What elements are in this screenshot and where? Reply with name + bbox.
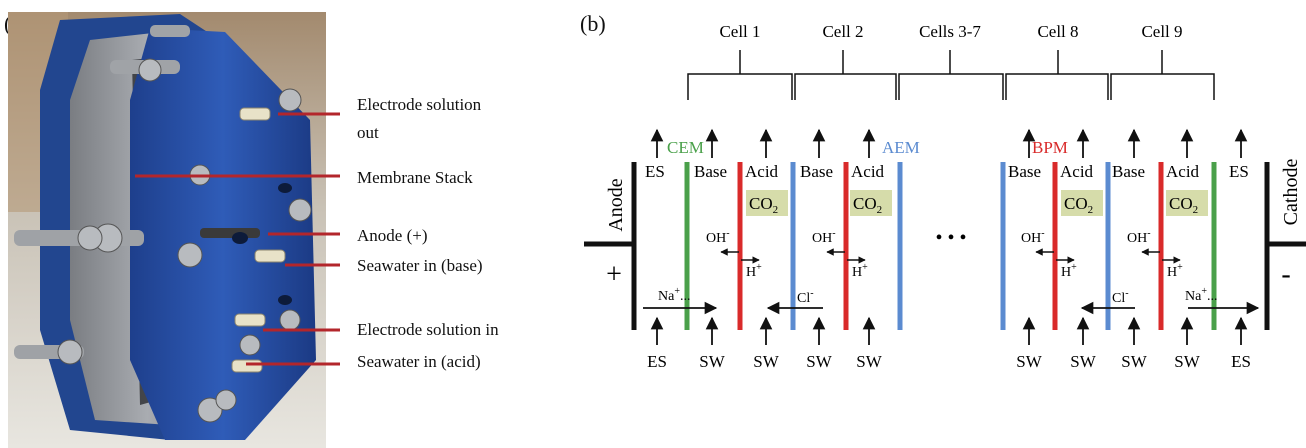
- cell-brackets: [687, 50, 1215, 100]
- base-compartment-label: Base: [1112, 162, 1145, 181]
- membranes: [684, 162, 1217, 330]
- bpm-label: BPM: [1032, 138, 1068, 157]
- water-split-arrows: [720, 248, 1181, 264]
- sw-inlet-label: SW: [753, 352, 779, 371]
- h-label: H+: [852, 262, 868, 280]
- oh-label: OH-: [1127, 228, 1151, 246]
- acid-compartment-label: Acid: [851, 162, 885, 181]
- stack-photo: [8, 12, 340, 448]
- h-label: H+: [746, 262, 762, 280]
- cell-3-7-label: Cells 3-7: [919, 22, 981, 41]
- ellipsis: • • •: [935, 227, 966, 249]
- h-label: H+: [1061, 262, 1077, 280]
- oh-label: OH-: [1021, 228, 1045, 246]
- acid-compartment-label: Acid: [1166, 162, 1200, 181]
- co2-labels: CO2 CO2 CO2 CO2: [749, 194, 1198, 216]
- cl-label: Cl-: [797, 288, 814, 306]
- h-label: H+: [1167, 262, 1183, 280]
- base-compartment-label: Base: [1008, 162, 1041, 181]
- cathode-polarity: -: [1281, 259, 1290, 290]
- co2-label: CO2: [1169, 194, 1198, 216]
- sw-inlet-label: SW: [699, 352, 725, 371]
- sw-inlet-label: SW: [1016, 352, 1042, 371]
- callout-electrode-solution-in: Electrode solution in: [357, 320, 499, 339]
- acid-compartment-label: Acid: [745, 162, 779, 181]
- water-split-labels: OH- H+ OH- H+ OH- H+ OH- H+: [706, 228, 1183, 280]
- callout-seawater-in-base: Seawater in (base): [357, 256, 483, 275]
- callout-membrane-stack: Membrane Stack: [357, 168, 473, 187]
- cathode-label: Cathode: [1280, 159, 1302, 226]
- callout-electrode-solution-out: Electrode solution out: [357, 95, 482, 142]
- es-inlet-label: ES: [1231, 352, 1251, 371]
- panel-b-label: (b): [580, 11, 606, 36]
- anode-polarity: +: [606, 259, 622, 290]
- callout-anode: Anode (+): [357, 226, 428, 245]
- na-label: Na+...: [658, 286, 690, 304]
- na-label: Na+...: [1185, 286, 1217, 304]
- co2-label: CO2: [853, 194, 882, 216]
- co2-boxes: [746, 190, 1208, 216]
- aem-label: AEM: [882, 138, 920, 157]
- inflow-arrows: [650, 316, 1248, 345]
- outflow-arrows: [650, 128, 1248, 158]
- cell-1-label: Cell 1: [719, 22, 760, 41]
- oh-label: OH-: [812, 228, 836, 246]
- co2-label: CO2: [1064, 194, 1093, 216]
- cell-2-label: Cell 2: [822, 22, 863, 41]
- inlet-labels: ES SW SW SW SW SW SW SW SW ES: [647, 352, 1251, 371]
- base-compartment-label: Base: [694, 162, 727, 181]
- ion-transport-labels: Na+... Cl- Cl- Na+...: [658, 286, 1217, 306]
- acid-compartment-label: Acid: [1060, 162, 1094, 181]
- base-compartment-label: Base: [800, 162, 833, 181]
- sw-inlet-label: SW: [856, 352, 882, 371]
- callout-seawater-in-acid: Seawater in (acid): [357, 352, 481, 371]
- sw-inlet-label: SW: [806, 352, 832, 371]
- es-compartment-label: ES: [645, 162, 665, 181]
- cem-label: CEM: [667, 138, 704, 157]
- co2-label: CO2: [749, 194, 778, 216]
- es-compartment-label: ES: [1229, 162, 1249, 181]
- cell-8-label: Cell 8: [1037, 22, 1078, 41]
- anode-label: Anode: [605, 178, 627, 231]
- es-inlet-label: ES: [647, 352, 667, 371]
- compartment-labels: ES Base Acid Base Acid Base Acid Base Ac…: [645, 162, 1249, 181]
- sw-inlet-label: SW: [1174, 352, 1200, 371]
- sw-inlet-label: SW: [1070, 352, 1096, 371]
- sw-inlet-label: SW: [1121, 352, 1147, 371]
- cell-9-label: Cell 9: [1141, 22, 1182, 41]
- cl-label: Cl-: [1112, 288, 1129, 306]
- oh-label: OH-: [706, 228, 730, 246]
